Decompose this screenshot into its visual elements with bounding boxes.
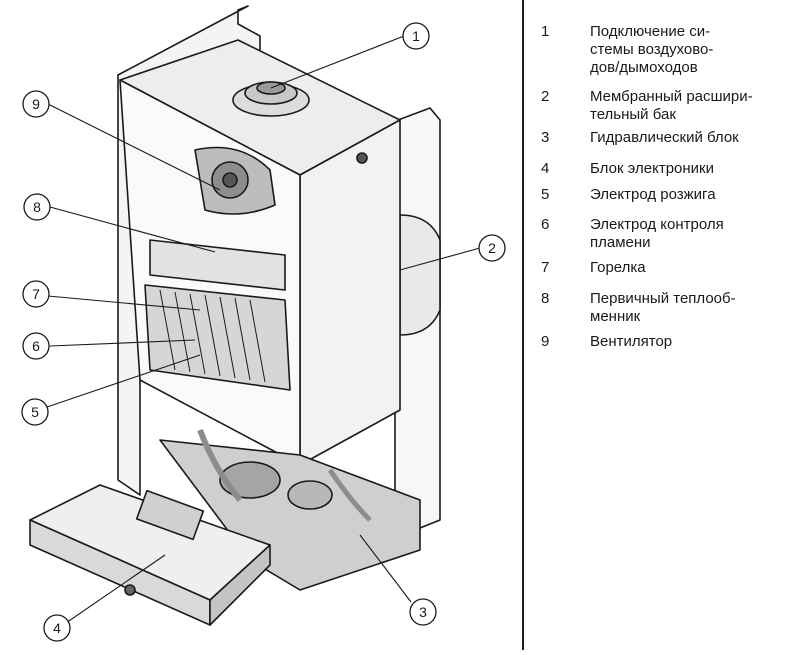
callout-5: 5 xyxy=(21,398,49,426)
legend-number: 9 xyxy=(541,333,550,350)
callout-4: 4 xyxy=(43,614,71,642)
expansion-tank xyxy=(399,214,441,336)
callout-8: 8 xyxy=(23,193,51,221)
boiler-illustration: 1 2 3 4 5 6 7 8 9 xyxy=(21,5,506,642)
legend-number: 5 xyxy=(541,186,550,203)
callout-2: 2 xyxy=(478,234,506,262)
callout-3-label: 3 xyxy=(419,604,427,620)
callout-5-label: 5 xyxy=(31,404,39,420)
callout-1: 1 xyxy=(402,22,430,50)
legend-label: Электрод розжига xyxy=(590,186,716,203)
legend-label: Подключение си- стемы воздухово- дов/дым… xyxy=(590,23,714,76)
callout-3: 3 xyxy=(409,598,437,626)
callout-2-label: 2 xyxy=(488,240,496,256)
legend-label: Вентилятор xyxy=(590,333,673,350)
legend-label: Гидравлический блок xyxy=(590,129,739,146)
leader-lines xyxy=(46,35,481,626)
callout-6: 6 xyxy=(22,332,50,360)
divider-line xyxy=(522,0,524,650)
callout-6-label: 6 xyxy=(32,338,40,354)
legend-label: Блок электроники xyxy=(590,160,714,177)
heat-exchanger xyxy=(149,239,286,291)
legend-number: 7 xyxy=(541,259,550,276)
legend-number: 4 xyxy=(541,160,550,177)
legend-number: 2 xyxy=(541,88,550,105)
legend-label: Первичный теплооб- менник xyxy=(590,290,736,325)
legend-label: Мембранный расшири- тельный бак xyxy=(590,88,753,123)
legend-label: Горелка xyxy=(590,259,646,276)
legend-panel: 1 Подключение си- стемы воздухово- дов/д… xyxy=(524,0,800,650)
chamber-front xyxy=(299,119,401,466)
legend-label: Электрод контроля пламени xyxy=(590,216,724,251)
legend-number: 6 xyxy=(541,216,550,233)
legend-number: 1 xyxy=(541,23,550,40)
legend-number: 3 xyxy=(541,129,550,146)
legend-number: 8 xyxy=(541,290,550,307)
callout-1-label: 1 xyxy=(412,28,420,44)
callout-4-label: 4 xyxy=(53,620,61,636)
callout-7: 7 xyxy=(22,280,50,308)
callout-8-label: 8 xyxy=(33,199,41,215)
callout-9-label: 9 xyxy=(32,96,40,112)
callout-7-label: 7 xyxy=(32,286,40,302)
boiler-diagram: 1 2 3 4 5 6 7 8 9 xyxy=(21,5,506,642)
callout-9: 9 xyxy=(22,90,50,118)
